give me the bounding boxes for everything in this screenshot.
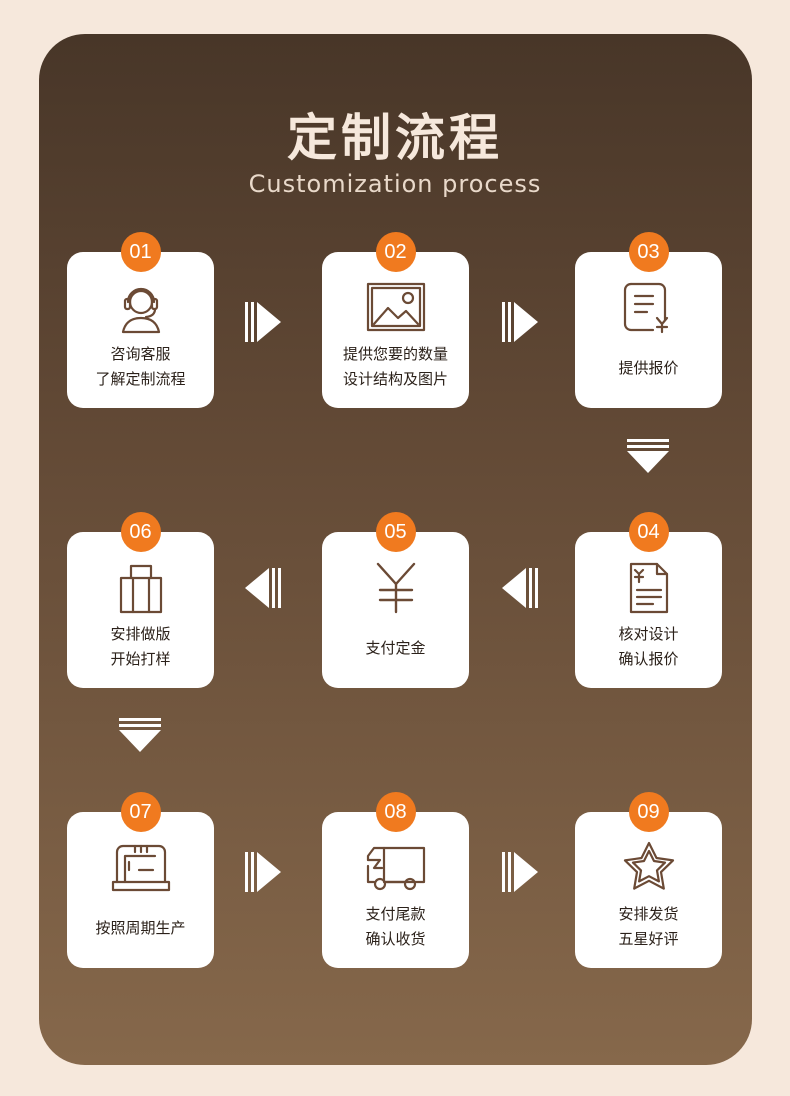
- step-number-badge: 09: [628, 792, 669, 832]
- page-title: 定制流程: [287, 109, 503, 167]
- yen-icon: [364, 560, 428, 616]
- step-label: 咨询客服 了解定制流程: [95, 345, 186, 388]
- step-card-06: 06 安排做版 开始打样: [67, 512, 214, 688]
- step-card-02: 02 提供您要的数量 设计结构及图片: [322, 232, 469, 408]
- arrow-right-icon: [243, 300, 283, 344]
- step-card-04: 04 核对设计 确认报价: [575, 512, 722, 688]
- sewing-machine-icon: [109, 840, 173, 896]
- step-label: 按照周期生产: [95, 919, 186, 937]
- arrow-down-icon: [625, 437, 671, 475]
- quote-document-icon: [617, 280, 681, 336]
- step-number-badge: 05: [375, 512, 416, 552]
- step-card-08: 08 支付尾款 确认收货: [322, 792, 469, 968]
- star-icon: [617, 840, 681, 896]
- image-icon: [364, 280, 428, 336]
- step-label: 提供报价: [618, 359, 679, 377]
- step-card-01: 01 咨询客服 了解定制流程: [67, 232, 214, 408]
- arrow-right-icon: [500, 300, 540, 344]
- arrow-right-icon: [500, 850, 540, 894]
- arrow-down-icon: [117, 716, 163, 754]
- step-label: 支付定金: [365, 639, 426, 657]
- step-number-badge: 03: [628, 232, 669, 272]
- arrow-left-icon: [500, 566, 540, 610]
- step-card-07: 07 按照周期生产: [67, 792, 214, 968]
- step-card-05: 05 支付定金: [322, 512, 469, 688]
- step-label: 核对设计 确认报价: [618, 625, 679, 668]
- step-label: 支付尾款 确认收货: [365, 905, 426, 948]
- arrow-right-icon: [243, 850, 283, 894]
- bag-icon: [109, 560, 173, 616]
- design-document-icon: [617, 560, 681, 616]
- step-label: 提供您要的数量 设计结构及图片: [342, 345, 448, 388]
- step-number-badge: 04: [628, 512, 669, 552]
- step-number-badge: 08: [375, 792, 416, 832]
- step-label: 安排发货 五星好评: [618, 905, 679, 948]
- arrow-left-icon: [243, 566, 283, 610]
- page-subtitle: Customization process: [248, 170, 542, 198]
- truck-icon: [364, 840, 428, 896]
- step-card-03: 03 提供报价: [575, 232, 722, 408]
- step-number-badge: 02: [375, 232, 416, 272]
- step-number-badge: 01: [120, 232, 161, 272]
- step-label: 安排做版 开始打样: [110, 625, 171, 668]
- step-number-badge: 07: [120, 792, 161, 832]
- step-card-09: 09 安排发货 五星好评: [575, 792, 722, 968]
- step-number-badge: 06: [120, 512, 161, 552]
- customer-service-icon: [109, 280, 173, 336]
